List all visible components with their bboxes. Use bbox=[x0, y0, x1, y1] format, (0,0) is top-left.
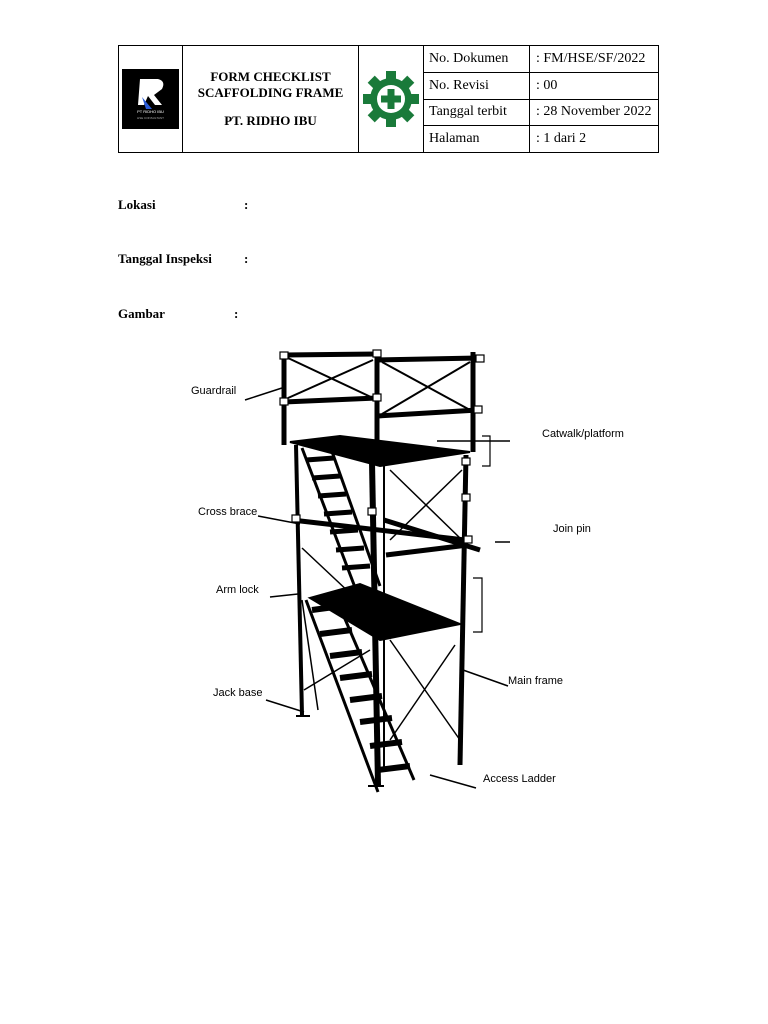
r-logo-icon bbox=[138, 79, 164, 109]
gambar-colon: : bbox=[234, 306, 239, 321]
logo-text-main: PT RIDHO IBU bbox=[137, 109, 164, 114]
logo-cell: PT RIDHO IBU HSE CONSULTANT bbox=[119, 46, 183, 152]
callout-cross-brace: Cross brace bbox=[198, 506, 258, 518]
info-row: Tanggal terbit : 28 November 2022 bbox=[424, 99, 658, 127]
callout-guardrail: Guardrail bbox=[191, 385, 237, 397]
info-label: Halaman bbox=[424, 126, 530, 152]
info-row: No. Revisi : 00 bbox=[424, 72, 658, 100]
company-name: PT. RIDHO IBU bbox=[224, 113, 317, 128]
gambar-label: Gambar bbox=[118, 306, 165, 321]
logo-text-sub: HSE CONSULTANT bbox=[137, 116, 164, 120]
callout-main-frame: Main frame bbox=[508, 675, 564, 687]
form-title-line2: SCAFFOLDING FRAME bbox=[197, 85, 344, 100]
info-label: Tanggal terbit bbox=[424, 99, 530, 126]
info-row: Halaman : 1 dari 2 bbox=[424, 126, 658, 152]
tanggal-inspeksi-colon: : bbox=[244, 251, 249, 266]
document-info: No. Dokumen : FM/HSE/SF/2022 No. Revisi … bbox=[424, 46, 658, 152]
company-logo: PT RIDHO IBU HSE CONSULTANT bbox=[122, 69, 179, 129]
gear-cell bbox=[359, 46, 424, 152]
tanggal-inspeksi-label: Tanggal Inspeksi bbox=[118, 251, 212, 266]
scaffolding-frame-diagram bbox=[244, 349, 510, 793]
info-label: No. Dokumen bbox=[424, 46, 530, 72]
info-row: No. Dokumen : FM/HSE/SF/2022 bbox=[424, 46, 658, 73]
info-value: : 28 November 2022 bbox=[536, 104, 652, 120]
lokasi-label: Lokasi bbox=[118, 197, 156, 212]
callout-arm-lock: Arm lock bbox=[216, 584, 259, 596]
callout-jack-base: Jack base bbox=[213, 687, 263, 699]
callout-catwalk-platform: Catwalk/platform bbox=[542, 428, 624, 440]
info-value: : 00 bbox=[536, 77, 558, 93]
title-cell: FORM CHECKLIST SCAFFOLDING FRAME PT. RID… bbox=[183, 46, 359, 152]
form-title-line1: FORM CHECKLIST bbox=[210, 69, 331, 84]
info-label: No. Revisi bbox=[424, 72, 530, 99]
document-header: PT RIDHO IBU HSE CONSULTANT FORM CHECKLI… bbox=[118, 45, 659, 153]
callout-access-ladder: Access Ladder bbox=[483, 773, 556, 785]
lokasi-colon: : bbox=[244, 197, 249, 212]
safety-gear-icon bbox=[363, 71, 419, 127]
callout-join-pin: Join pin bbox=[553, 523, 591, 535]
info-value: : 1 dari 2 bbox=[536, 131, 587, 147]
info-value: : FM/HSE/SF/2022 bbox=[536, 50, 646, 66]
